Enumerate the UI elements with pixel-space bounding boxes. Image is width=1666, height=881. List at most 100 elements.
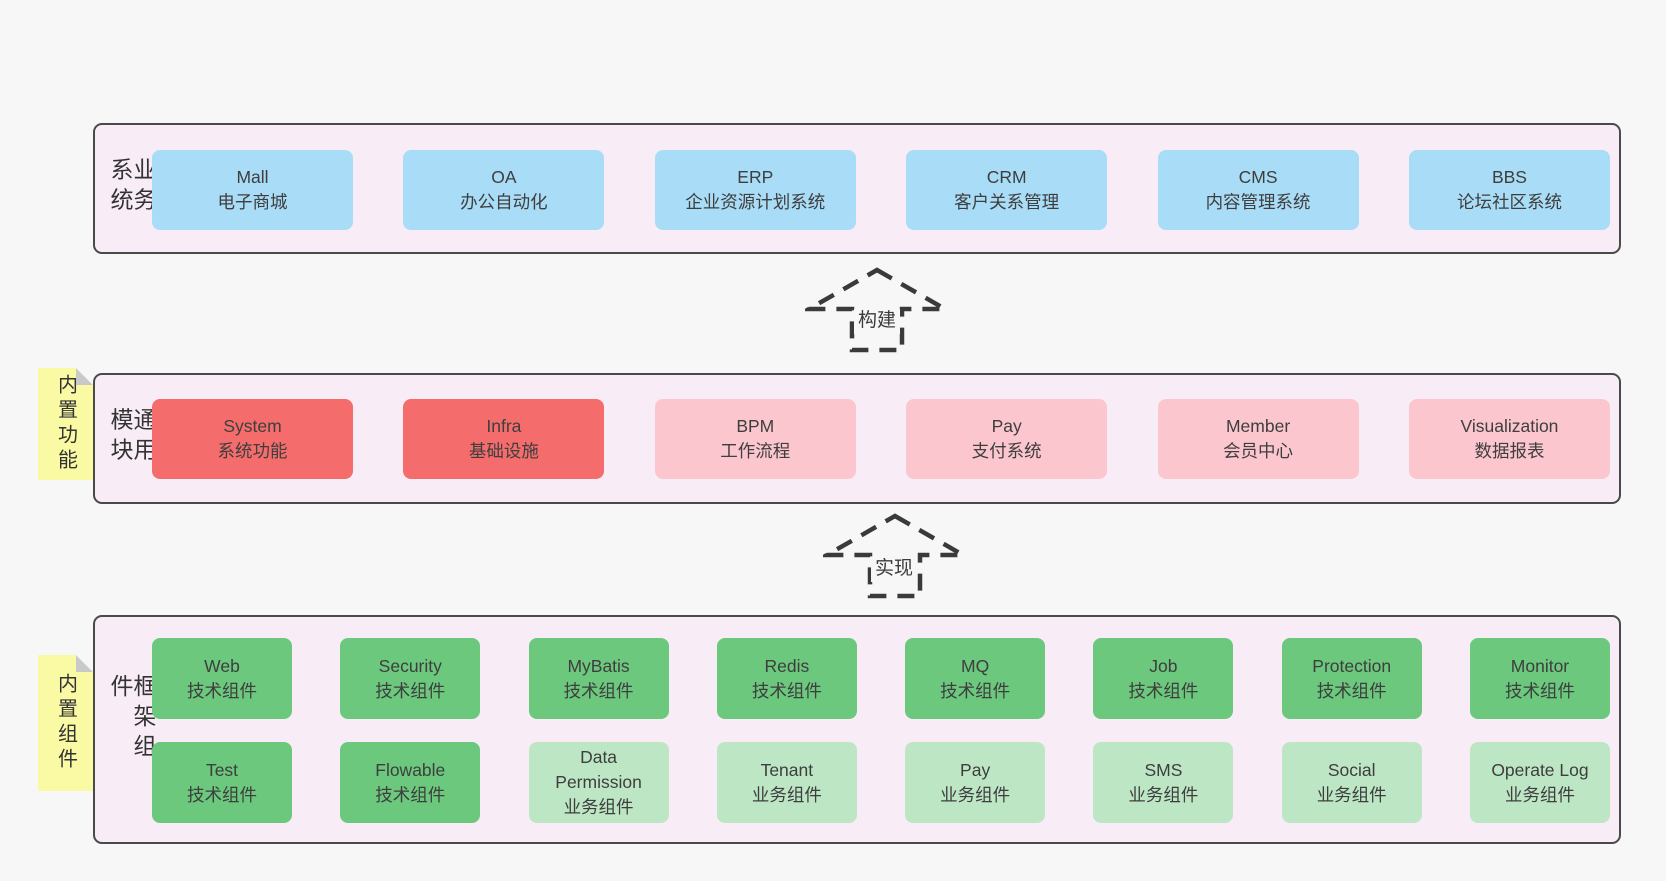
box-subtitle: 业务组件 [940,784,1011,805]
box-subtitle: 业务组件 [1504,784,1575,805]
box-subtitle: 业务组件 [751,784,822,805]
box-subtitle: 技术组件 [375,784,446,805]
business-systems-row: Mall 电子商城 OA 办公自动化 ERP 企业资源计划系统 CRM 客户关系… [152,150,1610,230]
sticky-note-label: 内置功能 [54,374,77,474]
box-title: Member [1225,416,1291,436]
box-subtitle: 数据报表 [1474,441,1545,461]
box-subtitle: 会员中心 [1223,441,1294,461]
box-subtitle: 基础设施 [468,441,539,461]
box-subtitle: 技术组件 [375,680,446,701]
box-pay: Pay 支付系统 [906,399,1108,479]
box-subtitle: 论坛社区系统 [1456,192,1562,212]
box-subtitle: 业务组件 [563,797,634,817]
box-bbs: BBS 论坛社区系统 [1408,150,1610,230]
box-title: MQ [961,655,990,676]
box-title: System [223,416,282,436]
box-oa: OA 办公自动化 [403,150,605,230]
implement-arrow-icon [823,513,967,599]
box-title: BPM [736,416,775,436]
box-title: MyBatis [567,655,630,676]
box-test: Test 技术组件 [152,742,292,823]
box-title: SMS [1144,759,1183,780]
framework-row-2: Test 技术组件 Flowable 技术组件 Data Permission … [152,742,1610,823]
box-subtitle: 办公自动化 [460,192,548,212]
box-redis: Redis 技术组件 [716,638,857,719]
implement-arrow-label: 实现 [871,557,918,582]
box-member: Member 会员中心 [1157,399,1359,479]
box-visualization: Visualization 数据报表 [1408,399,1610,479]
box-job: Job 技术组件 [1093,638,1234,719]
box-title: Tenant [760,759,814,780]
sticky-note-label: 内置组件 [54,673,77,773]
box-mq: MQ 技术组件 [905,638,1046,719]
sticky-note-builtin-features: 内置功能 [38,368,93,480]
box-title: Infra [486,416,522,436]
box-subtitle: 业务组件 [1316,784,1387,805]
box-subtitle: 内容管理系统 [1205,192,1311,212]
box-social: Social 业务组件 [1281,742,1422,823]
box-subtitle: 技术组件 [187,784,257,805]
box-title: BBS [1491,167,1527,187]
box-title: Security [378,655,442,676]
box-subtitle: 技术组件 [187,680,257,701]
box-title: Protection [1312,655,1392,676]
box-monitor: Monitor 技术组件 [1469,638,1610,719]
box-title: Visualization [1460,416,1559,436]
box-title: Job [1149,655,1178,676]
box-subtitle: 技术组件 [751,680,822,701]
build-arrow-icon [805,267,949,353]
box-title: CRM [986,167,1027,187]
box-subtitle: 技术组件 [563,680,634,701]
box-subtitle: 工作流程 [720,441,791,461]
framework-row-1: Web 技术组件 Security 技术组件 MyBatis 技术组件 Redi… [152,638,1610,719]
box-subtitle: 客户关系管理 [954,192,1060,212]
box-infra: Infra 基础设施 [403,399,605,479]
box-title: Data Permission [555,747,642,792]
box-subtitle: 支付系统 [971,441,1042,461]
box-crm: CRM 客户关系管理 [906,150,1108,230]
band-business-systems-label: 业务系统 [107,156,156,217]
box-title: Test [205,759,239,780]
box-title: Flowable [375,759,446,780]
box-subtitle: 技术组件 [1504,680,1575,701]
box-title: CMS [1238,167,1278,187]
band-framework-components-label: 框架组件 [107,673,156,764]
box-system: System 系统功能 [152,399,353,479]
box-title: Redis [764,655,810,676]
band-business-systems: 业务系统 Mall 电子商城 OA 办公自动化 ERP 企业资源计划系统 CRM… [93,123,1621,254]
box-title: Monitor [1510,655,1570,676]
box-title: Pay [991,416,1022,436]
box-title: Social [1327,759,1376,780]
band-common-modules-label: 通用模块 [107,406,156,467]
box-title: Pay [960,759,991,780]
band-framework-components: 框架组件 Web 技术组件 Security 技术组件 MyBatis 技术组件… [93,615,1621,844]
box-operate-log: Operate Log 业务组件 [1469,742,1610,823]
box-bpm: BPM 工作流程 [654,399,856,479]
build-arrow-label: 构建 [854,309,901,334]
box-subtitle: 技术组件 [1128,680,1199,701]
box-web: Web 技术组件 [152,638,292,719]
folded-corner-icon [76,655,93,672]
box-title: Mall [236,167,269,187]
box-title: OA [491,167,517,187]
box-erp: ERP 企业资源计划系统 [654,150,856,230]
common-modules-row: System 系统功能 Infra 基础设施 BPM 工作流程 Pay 支付系统… [152,399,1610,479]
box-mall: Mall 电子商城 [152,150,353,230]
box-pay-business: Pay 业务组件 [905,742,1046,823]
box-title: ERP [737,167,774,187]
box-mybatis: MyBatis 技术组件 [528,638,669,719]
box-title: Web [204,655,240,676]
box-sms: SMS 业务组件 [1093,742,1234,823]
box-subtitle: 技术组件 [1316,680,1387,701]
box-subtitle: 企业资源计划系统 [685,192,826,212]
box-subtitle: 系统功能 [217,441,288,461]
box-flowable: Flowable 技术组件 [340,742,481,823]
box-data-permission: Data Permission 业务组件 [528,742,669,823]
box-subtitle: 电子商城 [217,192,288,212]
folded-corner-icon [76,368,93,385]
box-cms: CMS 内容管理系统 [1157,150,1359,230]
box-subtitle: 技术组件 [940,680,1011,701]
box-tenant: Tenant 业务组件 [716,742,857,823]
box-title: Operate Log [1491,759,1589,780]
box-protection: Protection 技术组件 [1281,638,1422,719]
